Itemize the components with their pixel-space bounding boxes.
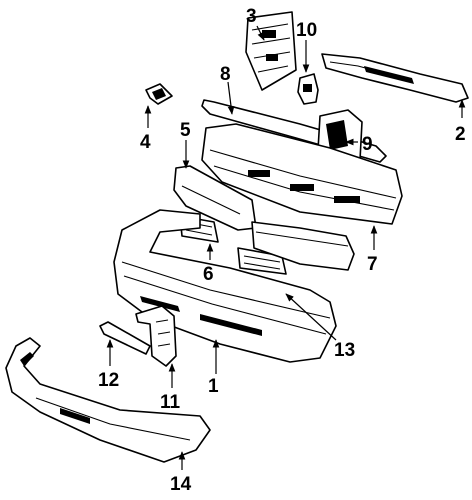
part-2-absorber bbox=[321, 53, 469, 103]
callout-8: 8 bbox=[220, 64, 231, 85]
callout-11: 11 bbox=[160, 392, 181, 413]
part-14-rear-cover bbox=[5, 337, 211, 463]
part-7-grille-insert bbox=[251, 221, 355, 271]
callout-4: 4 bbox=[140, 132, 151, 153]
callout-10: 10 bbox=[296, 20, 317, 41]
part-11-bracket bbox=[135, 305, 177, 367]
callout-3: 3 bbox=[246, 6, 257, 27]
callout-labels: 3 10 8 4 5 2 9 6 7 13 12 1 11 14 bbox=[98, 6, 466, 495]
callout-6: 6 bbox=[203, 264, 214, 285]
callout-1: 1 bbox=[208, 376, 219, 397]
callout-2: 2 bbox=[455, 124, 466, 145]
callout-12: 12 bbox=[98, 370, 119, 391]
callout-14: 14 bbox=[170, 474, 192, 495]
callout-13: 13 bbox=[334, 340, 355, 361]
part-3-bracket-plate bbox=[245, 11, 297, 91]
leader-lines bbox=[106, 25, 466, 470]
callout-9: 9 bbox=[362, 134, 373, 155]
part-5-end-bracket bbox=[173, 165, 257, 231]
part-7-face-bar bbox=[201, 123, 403, 225]
callout-7: 7 bbox=[367, 254, 378, 275]
part-10-clip bbox=[297, 73, 319, 105]
callout-5: 5 bbox=[180, 120, 191, 141]
part-12-filler bbox=[99, 321, 151, 355]
part-4-brace bbox=[145, 83, 173, 105]
